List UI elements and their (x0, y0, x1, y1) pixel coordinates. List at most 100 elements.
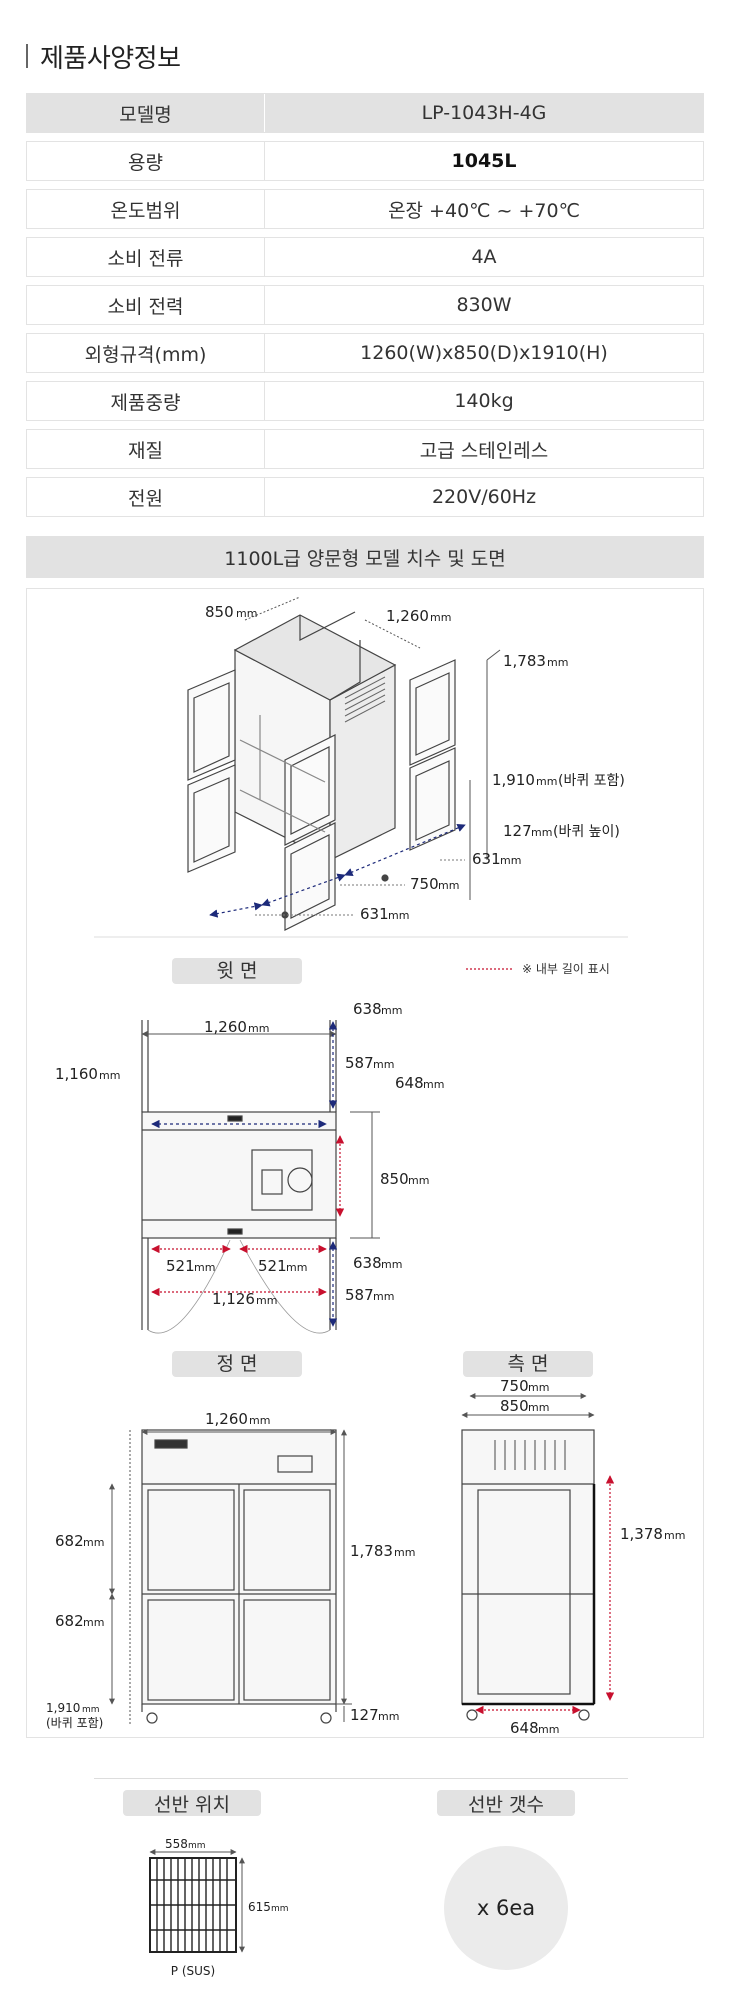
dim-unit: mm (531, 826, 552, 839)
dim-631-right: 631 (472, 850, 501, 868)
dim-682-top: 682 (55, 1532, 84, 1550)
dim-1260: 1,260 (205, 1410, 248, 1428)
spec-row-current: 소비 전류 4A (26, 237, 704, 277)
dim-1783: 1,783 (350, 1542, 393, 1560)
dim-638-top: 638 (353, 1000, 382, 1018)
shelf-count-label: 선반 갯수 (437, 1790, 575, 1816)
dim-unit: mm (388, 909, 409, 922)
dim-unit: mm (236, 607, 257, 620)
spec-row-power: 소비 전력 830W (26, 285, 704, 325)
dim-unit: mm (373, 1058, 394, 1071)
title-bar (26, 44, 28, 68)
dim-1126: 1,126 (212, 1290, 255, 1308)
shelf-position-label: 선반 위치 (123, 1790, 261, 1816)
spec-row-temperature: 온도범위 온장 +40℃ ~ +70℃ (26, 189, 704, 229)
dim-unit: mm (408, 1174, 429, 1187)
dim-1378: 1,378 (620, 1525, 663, 1543)
dim-850: 850 (500, 1397, 529, 1415)
spec-key: 전원 (27, 478, 265, 516)
dim-850: 850 (205, 603, 234, 621)
dim-unit: mm (381, 1258, 402, 1271)
spec-key: 소비 전력 (27, 286, 265, 324)
dim-587-top: 587 (345, 1054, 374, 1072)
front-view-label: 정 면 (217, 1353, 258, 1375)
dim-1260: 1,260 (386, 607, 429, 625)
dim-648: 648 (510, 1719, 539, 1737)
spec-value: 온장 +40℃ ~ +70℃ (388, 199, 580, 222)
dim-1160: 1,160 (55, 1065, 98, 1083)
isometric-dimensions: 850 mm 1,260 mm 1,783 mm 1,910 mm (바퀴 포함… (205, 596, 625, 923)
dim-unit: mm (99, 1069, 120, 1082)
spec-row-model: 모델명 LP-1043H-4G (26, 93, 704, 133)
dim-648: 648 (395, 1074, 424, 1092)
spec-value: 4A (471, 246, 497, 268)
spec-row-power-source: 전원 220V/60Hz (26, 477, 704, 517)
dim-558: 558 (165, 1837, 188, 1851)
shelf-material: P (SUS) (171, 1964, 215, 1978)
section-divider (94, 1778, 628, 1779)
spec-key: 온도범위 (27, 190, 265, 228)
dim-unit: mm (394, 1546, 415, 1559)
shelf-drawing: 558 mm 615 mm P (SUS) (149, 1837, 289, 1978)
spec-value: 고급 스테인레스 (419, 439, 549, 462)
section-title: 제품사양정보 (26, 38, 181, 74)
dim-unit: mm (547, 656, 568, 669)
dim-127: 127 (350, 1706, 379, 1724)
spec-row-weight: 제품중량 140kg (26, 381, 704, 421)
dim-unit: mm (378, 1710, 399, 1723)
spec-value: 140kg (454, 390, 514, 412)
dim-631-left: 631 (360, 905, 389, 923)
dim-587-bottom: 587 (345, 1286, 374, 1304)
dim-850: 850 (380, 1170, 409, 1188)
dim-unit: mm (438, 879, 459, 892)
side-view-label: 측 면 (508, 1353, 549, 1375)
dim-unit: mm (286, 1261, 307, 1274)
dim-unit: mm (249, 1414, 270, 1427)
dim-127: 127 (503, 822, 532, 840)
spec-key: 제품중량 (27, 382, 265, 420)
dim-unit: mm (194, 1261, 215, 1274)
front-view: 정 면 1,260 mm 682 mm 682 (46, 1351, 415, 1730)
dim-unit: mm (423, 1078, 444, 1091)
spec-value: LP-1043H-4G (421, 102, 547, 124)
legend-text: ※ 내부 길이 표시 (522, 962, 610, 976)
side-view: 측 면 750 mm 850 mm 1,378 (461, 1351, 685, 1737)
drawing-frame (26, 588, 704, 1738)
dim-1260: 1,260 (204, 1018, 247, 1036)
spec-key: 모델명 (27, 94, 265, 132)
spec-row-material: 재질 고급 스테인레스 (26, 429, 704, 469)
spec-row-dimensions: 외형규격(mm) 1260(W)x850(D)x1910(H) (26, 333, 704, 373)
dim-unit: mm (248, 1022, 269, 1035)
dim-unit: mm (188, 1841, 206, 1851)
spec-value: 220V/60Hz (431, 486, 537, 508)
spec-value: 1045L (451, 150, 517, 172)
dim-unit: mm (82, 1705, 100, 1715)
dim-1910-note: (바퀴 포함) (46, 1716, 103, 1730)
dim-unit: mm (83, 1616, 104, 1629)
dim-1910: 1,910 (492, 771, 535, 789)
spec-value: 1260(W)x850(D)x1910(H) (360, 342, 608, 364)
spec-key: 외형규격(mm) (27, 334, 265, 372)
dim-750: 750 (410, 875, 439, 893)
isometric-view (187, 611, 456, 931)
dim-unit: mm (538, 1723, 559, 1736)
dim-1910: 1,910 (46, 1701, 80, 1715)
dim-unit: mm (430, 611, 451, 624)
dim-127-note: (바퀴 높이) (553, 824, 620, 840)
dim-615: 615 (248, 1900, 271, 1914)
dim-unit: mm (528, 1381, 549, 1394)
dim-521-right: 521 (258, 1257, 287, 1275)
page-title: 제품사양정보 (40, 43, 181, 74)
dim-unit: mm (271, 1904, 289, 1914)
drawing-banner: 1100L급 양문형 모델 치수 및 도면 (26, 536, 704, 578)
dim-unit: mm (83, 1536, 104, 1549)
dim-unit: mm (536, 775, 557, 788)
spec-key: 소비 전류 (27, 238, 265, 276)
dim-750: 750 (500, 1377, 529, 1395)
dim-unit: mm (500, 854, 521, 867)
dim-unit: mm (373, 1290, 394, 1303)
spec-key: 재질 (27, 430, 265, 468)
top-view: 윗 면 ※ 내부 길이 표시 (55, 958, 610, 1334)
spec-key: 용량 (27, 142, 265, 180)
